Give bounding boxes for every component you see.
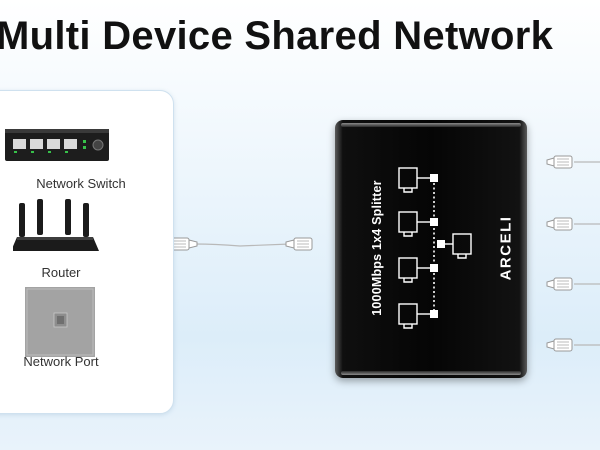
device-edge-bottom [341, 371, 521, 375]
device-label-network-switch: Network Switch [36, 176, 126, 191]
device-edge-top [341, 123, 521, 127]
splitter-brand-logo: ARCELI [497, 215, 515, 281]
splitter-diagram [398, 167, 472, 329]
splitter-model-text: 1000Mbps 1x4 Splitter [370, 180, 384, 316]
port-diagram-icon [398, 167, 418, 193]
page-title: Multi Device Shared Network [0, 14, 554, 58]
device-panel: Network Switch Router Network Port [0, 90, 174, 414]
main-port-diagram-icon [452, 233, 472, 259]
port-diagram-icon [398, 211, 418, 237]
rj45-connector-icon [546, 277, 573, 291]
rj45-connector-icon [546, 217, 573, 231]
port-diagram-icon [398, 303, 418, 329]
rj45-connector-icon [546, 155, 573, 169]
network-splitter-device: 1000Mbps 1x4 Splitter ARCELI [335, 120, 527, 378]
device-label-router: Router [41, 265, 81, 280]
network-switch-icon [5, 129, 109, 161]
port-diagram-icon [398, 257, 418, 283]
device-label-network-port: Network Port [23, 354, 99, 369]
rj45-connector-icon [546, 338, 573, 352]
rj45-connector-icon [285, 237, 313, 251]
network-port-icon [25, 287, 95, 357]
router-icon [13, 199, 99, 251]
rj45-connector-icon [170, 237, 198, 251]
